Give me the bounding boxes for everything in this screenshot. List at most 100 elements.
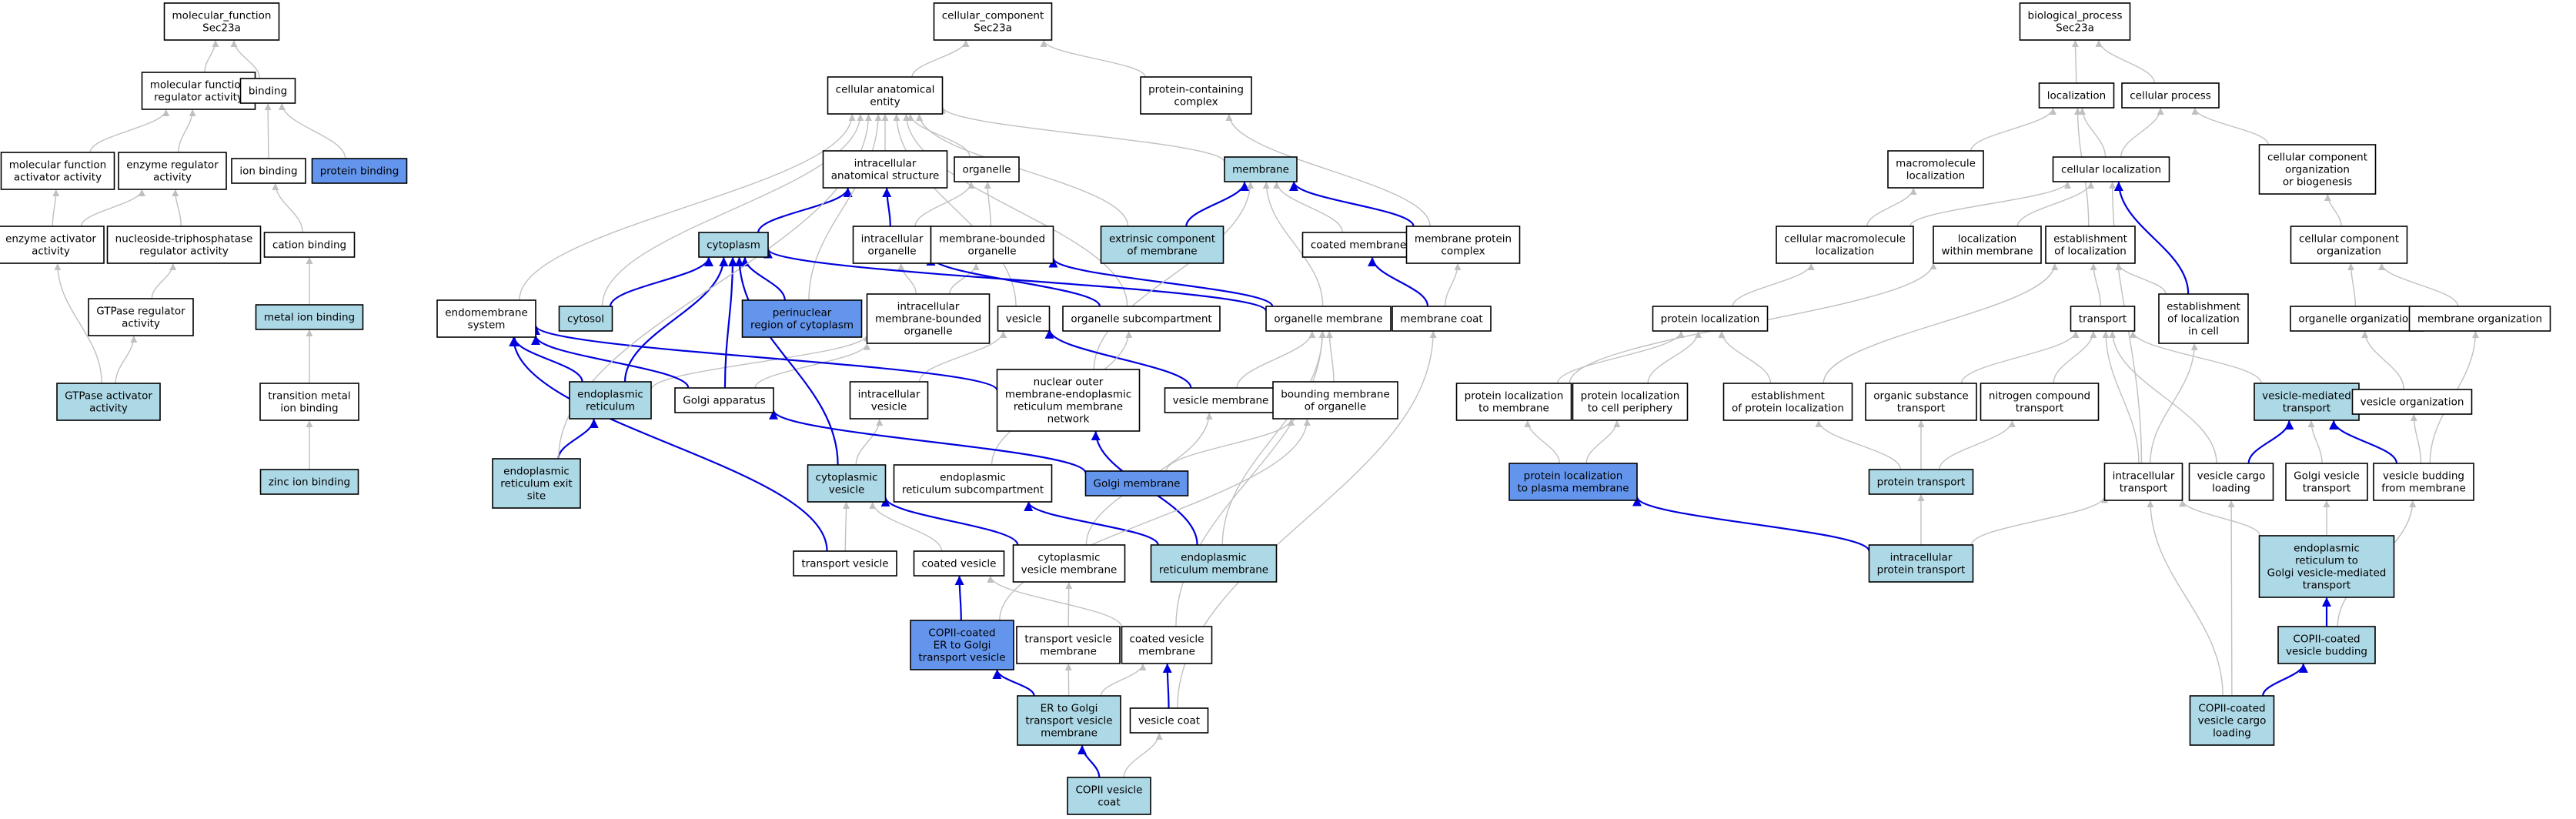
edge-io-to-organelle (914, 181, 975, 227)
go-term-node-cytoplasm: cytoplasm (698, 232, 769, 258)
go-term-node-ion-binding: ion binding (231, 158, 306, 184)
node-box (1887, 150, 1984, 189)
node-label-line: transition metal (268, 389, 350, 402)
edge-ves-mem-to-org-mem (1236, 330, 1316, 389)
edge-cv-mem-to-coated-ves (987, 575, 1123, 628)
edge-mf-act-to-mf-reg (89, 109, 170, 153)
node-label-line: membrane-bounded (939, 232, 1045, 245)
node-label-line: endoplasmic (577, 388, 643, 400)
go-term-node-cytosol: cytosol (558, 306, 613, 332)
node-label-line: vesicle (1006, 313, 1042, 325)
edge-gtpase-reg-to-ntp-reg (151, 262, 177, 299)
node-box (1776, 226, 1914, 264)
node-label-line: cytoplasmic (1038, 551, 1101, 563)
highlighted-edge-cyto-ves-to-cytoplasm (734, 256, 839, 466)
node-label-line: intracellular (897, 300, 960, 313)
node-box (1980, 383, 2100, 421)
node-label-line: activity (153, 171, 192, 183)
go-term-node-membrane: membrane (1224, 156, 1298, 182)
node-box (311, 158, 408, 184)
go-term-node-mem-coat: membrane coat (1392, 306, 1492, 332)
node-label-line: biological_process (2028, 9, 2123, 22)
edge-coated-ves-to-cyto-ves (869, 501, 943, 552)
node-box (1100, 226, 1225, 264)
node-label-line: to cell periphery (1588, 402, 1673, 414)
node-box (741, 299, 863, 338)
node-label-line: nuclear outer (1034, 376, 1104, 388)
highlighted-edge-er-to-endo-sys (510, 336, 583, 383)
edge-ic-vesicle-to-vesicle (918, 330, 1007, 383)
highlighted-edge-copii-ves-to-coated-ves (954, 575, 964, 621)
node-label-line: cytoplasm (707, 239, 760, 251)
node-box (1572, 383, 1689, 421)
node-label-line: establishment (2053, 232, 2127, 245)
node-box (569, 381, 652, 420)
edge-copii-cargo-to-ic-tr (2147, 500, 2224, 697)
edge-ntp-reg-to-enz-reg (172, 189, 182, 227)
node-label-line: of protein localization (1732, 402, 1844, 414)
node-label-line: endomembrane (445, 306, 528, 319)
node-label-line: membrane organization (2417, 313, 2542, 325)
go-term-node-org-mem: organelle membrane (1265, 306, 1392, 332)
edge-cml-to-macro-loc (1866, 187, 1917, 227)
edge-endo-sys-to-cae (519, 113, 856, 301)
edge-copii-coat-to-ves-coat (1123, 732, 1163, 778)
highlighted-edge-golgi-app-to-cytoplasm (723, 256, 738, 389)
node-box (913, 550, 1005, 577)
node-box (849, 381, 929, 420)
node-box (1150, 544, 1278, 583)
node-box (1865, 383, 1977, 421)
edge-mem-org-to-cco (2378, 262, 2459, 307)
node-box (2158, 293, 2249, 344)
node-label-line: transport vesicle (1024, 633, 1111, 645)
node-label-line: enzyme activator (5, 232, 96, 245)
node-box (239, 78, 296, 104)
node-label-line: coated vesicle (1130, 633, 1204, 645)
edge-est-prot-loc-to-prot-loc (1718, 330, 1772, 384)
node-box (2019, 2, 2131, 41)
node-label-line: protein transport (1877, 476, 1966, 488)
node-label-line: organelle subcompartment (1071, 313, 1211, 325)
node-label-line: vesicle cargo (2198, 714, 2267, 727)
node-label-line: vesicle cargo (2197, 470, 2266, 482)
node-label-line: cation binding (272, 239, 346, 251)
node-label-line: localization (2047, 89, 2106, 102)
node-label-line: protein localization (1581, 389, 1680, 402)
node-label-line: vesicle organization (2360, 396, 2464, 408)
go-term-node-golgi-app: Golgi apparatus (674, 387, 774, 413)
edge-pl-pm-to-pl-peri (1585, 420, 1621, 464)
node-label-line: transport (2120, 482, 2167, 494)
node-box (822, 150, 948, 189)
node-box (2277, 626, 2376, 664)
go-term-node-localization: localization (2038, 82, 2115, 109)
node-label-line: complex (1174, 95, 1218, 108)
edge-cation-binding-to-ion-binding (272, 182, 303, 233)
node-label-line: cellular process (2130, 89, 2211, 102)
node-box (1652, 306, 1769, 332)
edge-cell-proc-to-bp-root (2095, 39, 2156, 84)
node-box (263, 232, 356, 258)
edge-org-sub-tr-to-transport (1960, 330, 2080, 384)
edge-loc-within-to-cell-loc (2016, 181, 2095, 227)
node-box (698, 232, 769, 258)
edge-transport-to-est-loc (2090, 262, 2102, 307)
go-term-node-prot-loc: protein localization (1652, 306, 1769, 332)
node-label-line: ER to Golgi (1041, 702, 1098, 714)
node-box (2258, 144, 2377, 195)
node-label-line: cellular localization (2061, 163, 2161, 176)
go-term-node-prot-tr: protein transport (1868, 469, 1974, 495)
